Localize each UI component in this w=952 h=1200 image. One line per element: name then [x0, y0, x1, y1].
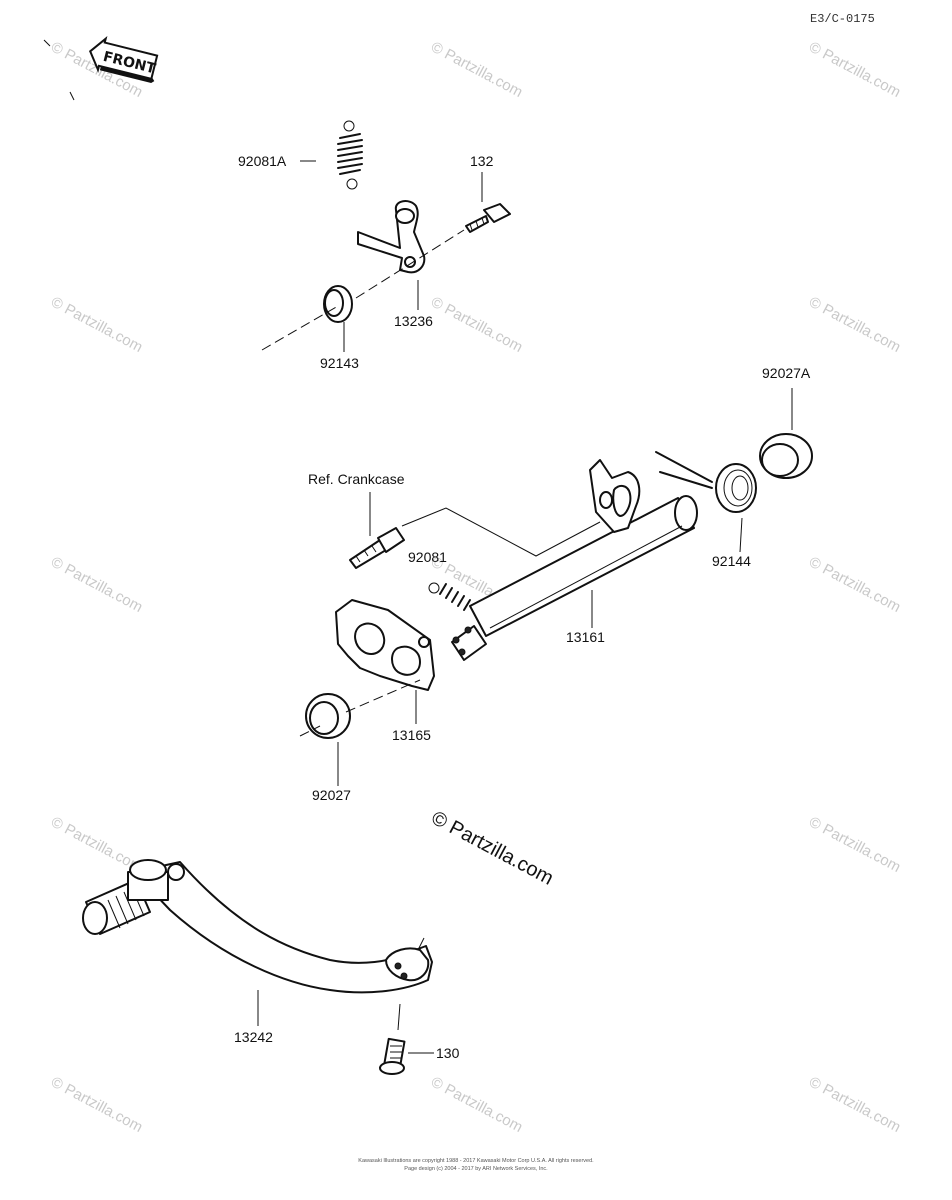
spring-92081A	[337, 120, 363, 190]
label-13242: 13242	[234, 1029, 273, 1045]
pin-gear	[451, 625, 487, 661]
spring-92081	[428, 582, 471, 611]
watermark: © Partzilla.com	[806, 1074, 903, 1136]
watermark: © Partzilla.com	[806, 294, 903, 356]
spring-92144	[655, 451, 757, 513]
plate-13165	[335, 599, 435, 691]
label-92144: 92144	[712, 553, 751, 569]
label-ref-crankcase: Ref. Crankcase	[308, 471, 405, 487]
watermark: © Partzilla.com	[428, 294, 525, 356]
watermark: © Partzilla.com	[48, 1074, 145, 1136]
drawing-code: E3/C-0175	[810, 12, 875, 26]
leader-lines	[257, 160, 793, 1054]
lever-13236	[357, 200, 426, 274]
bolt-130	[379, 1037, 406, 1075]
watermark-center: © Partzilla.com	[428, 807, 557, 890]
label-13236: 13236	[394, 313, 433, 329]
label-92027: 92027	[312, 787, 351, 803]
footer-line-2: Page design (c) 2004 - 2017 by ARI Netwo…	[404, 1166, 548, 1172]
watermark: © Partzilla.com	[428, 39, 525, 101]
watermark-layer: © Partzilla.com © Partzilla.com © Partzi…	[48, 39, 903, 1136]
pedal-13242	[82, 859, 433, 994]
label-130: 130	[436, 1045, 460, 1061]
watermark: © Partzilla.com	[806, 814, 903, 876]
label-92027A: 92027A	[762, 365, 811, 381]
watermark: © Partzilla.com	[48, 554, 145, 616]
label-13165: 13165	[392, 727, 431, 743]
shaft-13161	[469, 495, 698, 637]
front-arrow-icon: FRONT	[88, 35, 159, 83]
label-13161: 13161	[566, 629, 605, 645]
watermark: © Partzilla.com	[48, 294, 145, 356]
label-92143: 92143	[320, 355, 359, 371]
label-92081A: 92081A	[238, 153, 287, 169]
collar-92143	[323, 285, 353, 323]
label-92081: 92081	[408, 549, 447, 565]
label-132: 132	[470, 153, 494, 169]
arm-plate	[589, 459, 641, 533]
watermark: © Partzilla.com	[428, 1074, 525, 1136]
bolt-132	[465, 203, 511, 233]
pin-ref-crankcase	[349, 527, 405, 569]
cap-92027A	[759, 433, 813, 479]
collar-92027	[305, 693, 351, 739]
watermark: © Partzilla.com	[806, 554, 903, 616]
watermark: © Partzilla.com	[806, 39, 903, 101]
footer-line-1: Kawasaki Illustrations are copyright 198…	[358, 1158, 594, 1164]
